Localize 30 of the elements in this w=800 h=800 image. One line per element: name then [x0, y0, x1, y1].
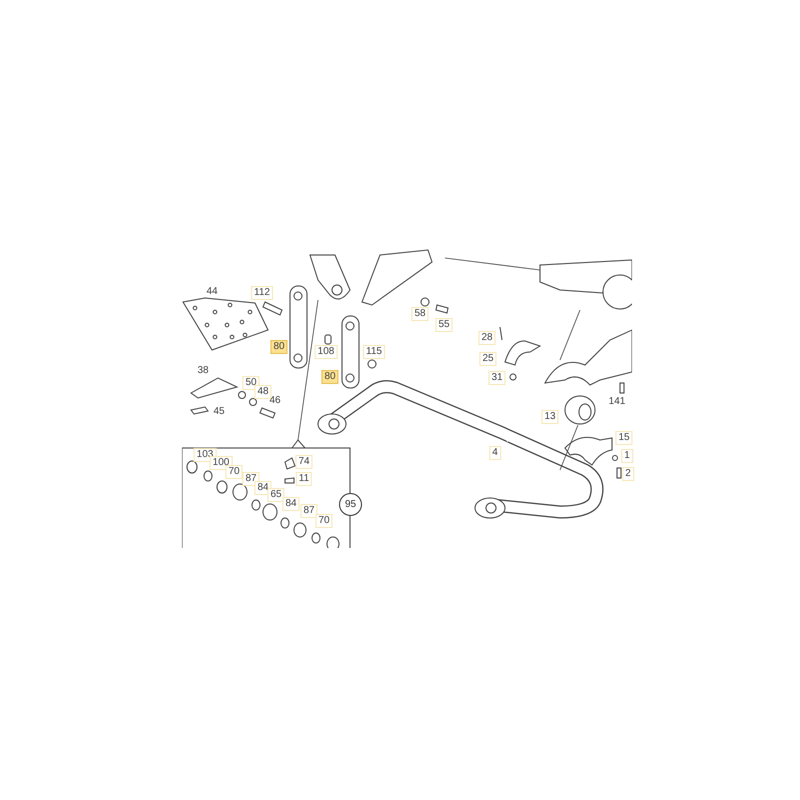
callout-number: 45 — [212, 406, 226, 418]
callout-number: 48 — [254, 385, 272, 399]
callout-number: 80 — [270, 340, 288, 354]
callout-number: 141 — [608, 396, 626, 408]
callout-number: 80 — [321, 370, 339, 384]
callout-number: 15 — [615, 431, 633, 445]
callout-number: 70 — [225, 465, 243, 479]
callout-number: 112 — [251, 286, 273, 300]
callout-number: 74 — [295, 455, 313, 469]
callout-number: 25 — [479, 352, 497, 366]
callout-number: 2 — [622, 467, 634, 481]
callout-circle: 95 — [339, 493, 362, 516]
callout-number: 84 — [282, 497, 300, 511]
callout-number: 70 — [315, 514, 333, 528]
callout-number: 31 — [488, 371, 506, 385]
callout-number: 108 — [314, 345, 338, 359]
callout-number: 50 — [242, 376, 260, 390]
callout-number: 44 — [205, 286, 219, 298]
callout-number: 4 — [489, 446, 501, 460]
callout-number: 55 — [435, 318, 453, 332]
callout-number: 115 — [363, 345, 385, 359]
callout-number: 1 — [621, 449, 633, 463]
callout-number: 28 — [478, 331, 496, 345]
callout-number: 58 — [411, 307, 429, 321]
callout-number: 11 — [296, 472, 312, 486]
callout-number: 65 — [267, 488, 285, 502]
callout-number: 13 — [541, 410, 559, 424]
callout-number: 84 — [254, 481, 272, 495]
callout-number: 38 — [196, 365, 210, 377]
callout-number: 87 — [300, 504, 318, 518]
